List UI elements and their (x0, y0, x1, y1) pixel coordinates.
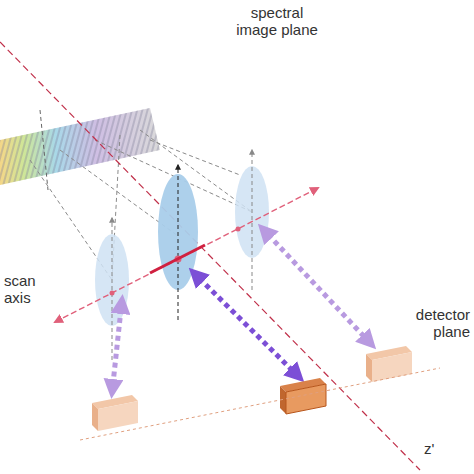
lens-axis (112, 218, 113, 360)
spectrum-bar (0, 108, 160, 190)
axis-label: z' (424, 440, 454, 457)
lens-axis (252, 150, 253, 290)
lens-axis (178, 165, 179, 320)
optical-axis (0, 42, 420, 470)
axis-label: scan axis (4, 272, 54, 306)
plane-label: spectral image plane (232, 4, 322, 38)
ray-lines (30, 130, 252, 280)
detectors (80, 346, 440, 440)
scan-segment (150, 245, 205, 273)
beams (112, 190, 440, 393)
scan-points (110, 227, 241, 296)
plane-label: detector plane (396, 306, 470, 340)
scan-axis-line (55, 188, 318, 322)
